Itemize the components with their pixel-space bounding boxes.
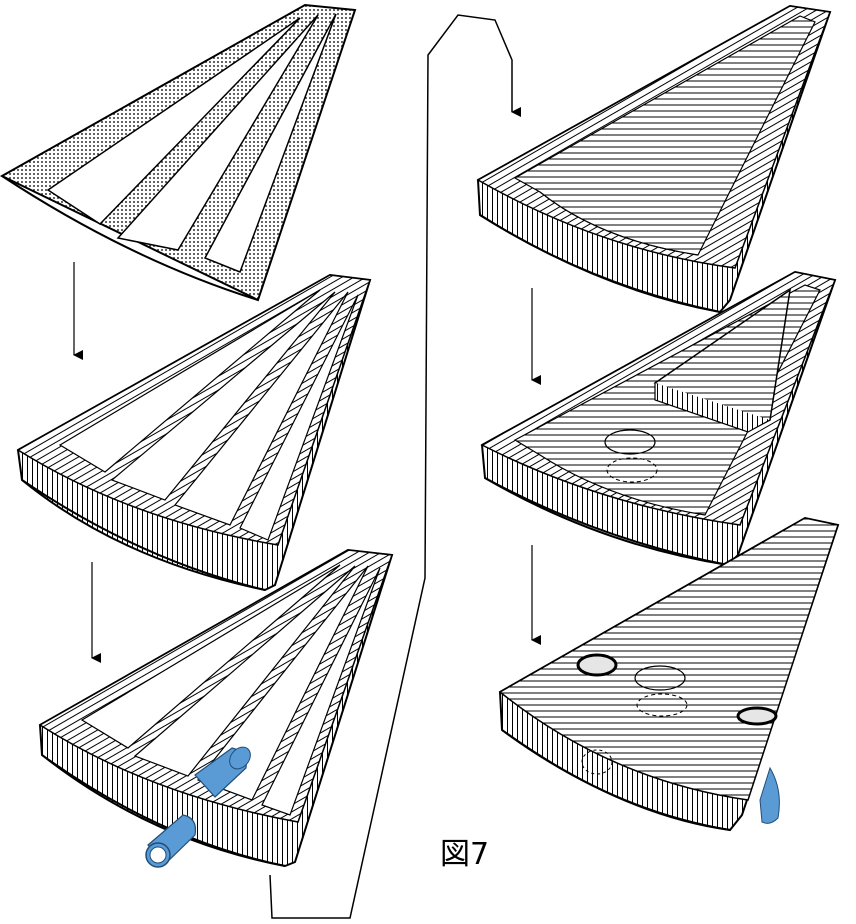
connector-line <box>269 14 521 919</box>
frame-stage-3 <box>38 548 394 868</box>
frame-stage-6 <box>498 516 840 832</box>
pipe-end-icon <box>759 766 780 824</box>
hole-icon-2 <box>736 706 778 726</box>
figure-label: 図7 <box>440 837 490 872</box>
frame-stage-5 <box>480 270 837 567</box>
frame-stage-4 <box>476 4 832 314</box>
frame-stage-2 <box>16 273 372 592</box>
frame-stage-1 <box>0 3 357 302</box>
hole-icon <box>576 653 618 677</box>
pipe-icon <box>145 746 251 868</box>
